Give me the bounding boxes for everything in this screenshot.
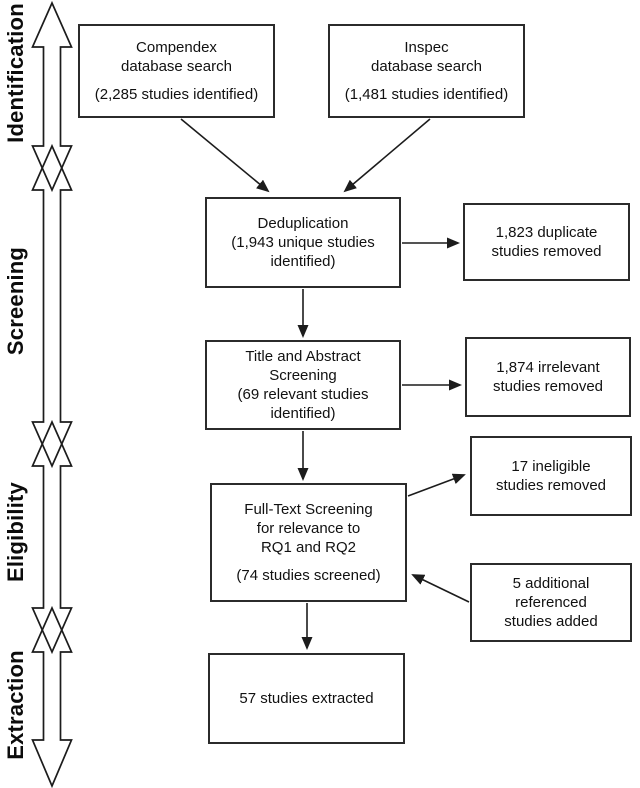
box-text-line: identified) — [270, 405, 336, 422]
box-text-line: Full-Text Screening — [244, 501, 373, 518]
box-studies-extracted: 57 studies extracted — [208, 653, 405, 744]
box-text-line: RQ1 and RQ2 — [260, 539, 357, 556]
box-text-line: database search — [121, 58, 232, 75]
phase-arrow-identification — [31, 0, 73, 193]
box-irrelevant-removed: 1,874 irrelevant studies removed — [465, 337, 631, 417]
box-text-line: 17 ineligible — [511, 458, 591, 475]
box-text-line: database search — [371, 58, 482, 75]
box-text-line: studies removed — [491, 243, 602, 260]
box-inspec-search: Inspec database search (1,481 studies id… — [328, 24, 525, 118]
box-text-line: identified) — [270, 253, 336, 270]
box-text-line: studies added — [504, 613, 598, 630]
arrow-inspec-to-dedup — [343, 118, 431, 193]
box-text-line: (1,943 unique studies — [231, 234, 375, 251]
phase-arrow-extraction — [31, 605, 73, 788]
box-compendex-search: Compendex database search (2,285 studies… — [78, 24, 275, 118]
box-text-line: 5 additional — [512, 575, 590, 592]
box-text-line: Inspec — [404, 39, 449, 56]
box-text-line: referenced — [515, 594, 587, 611]
arrow-referenced-to-fulltext — [411, 574, 470, 603]
box-ineligible-removed: 17 ineligible studies removed — [470, 436, 632, 516]
box-count-line: (2,285 studies identified) — [94, 86, 259, 103]
box-title-abstract-screening: Title and Abstract Screening (69 relevan… — [205, 340, 401, 430]
box-count-line: (74 studies screened) — [236, 567, 381, 584]
box-text-line: Deduplication — [257, 215, 349, 232]
box-count-line: (1,481 studies identified) — [344, 86, 509, 103]
box-duplicates-removed: 1,823 duplicate studies removed — [463, 203, 630, 281]
phase-arrow-eligibility — [31, 419, 73, 655]
box-text-line: (69 relevant studies — [237, 386, 369, 403]
box-text-line: studies removed — [492, 378, 604, 395]
box-fulltext-screening: Full-Text Screening for relevance to RQ1… — [210, 483, 407, 602]
arrow-compendex-to-dedup — [180, 118, 270, 193]
box-text-line: studies removed — [495, 477, 607, 494]
phase-arrow-screening — [31, 143, 73, 469]
box-text-line: 1,823 duplicate — [495, 224, 598, 241]
arrow-fulltext-to-ineligible — [407, 473, 466, 497]
box-text-line: Title and Abstract — [245, 348, 361, 365]
box-text-line: for relevance to — [256, 520, 361, 537]
box-text-line: Screening — [269, 367, 337, 384]
phase-label-extraction: Extraction — [3, 650, 28, 760]
box-text-line: 1,874 irrelevant — [496, 359, 600, 376]
box-text-line: Compendex — [136, 39, 217, 56]
box-text-line: 57 studies extracted — [239, 690, 374, 707]
box-deduplication: Deduplication (1,943 unique studies iden… — [205, 197, 401, 288]
box-referenced-added: 5 additional referenced studies added — [470, 563, 632, 642]
